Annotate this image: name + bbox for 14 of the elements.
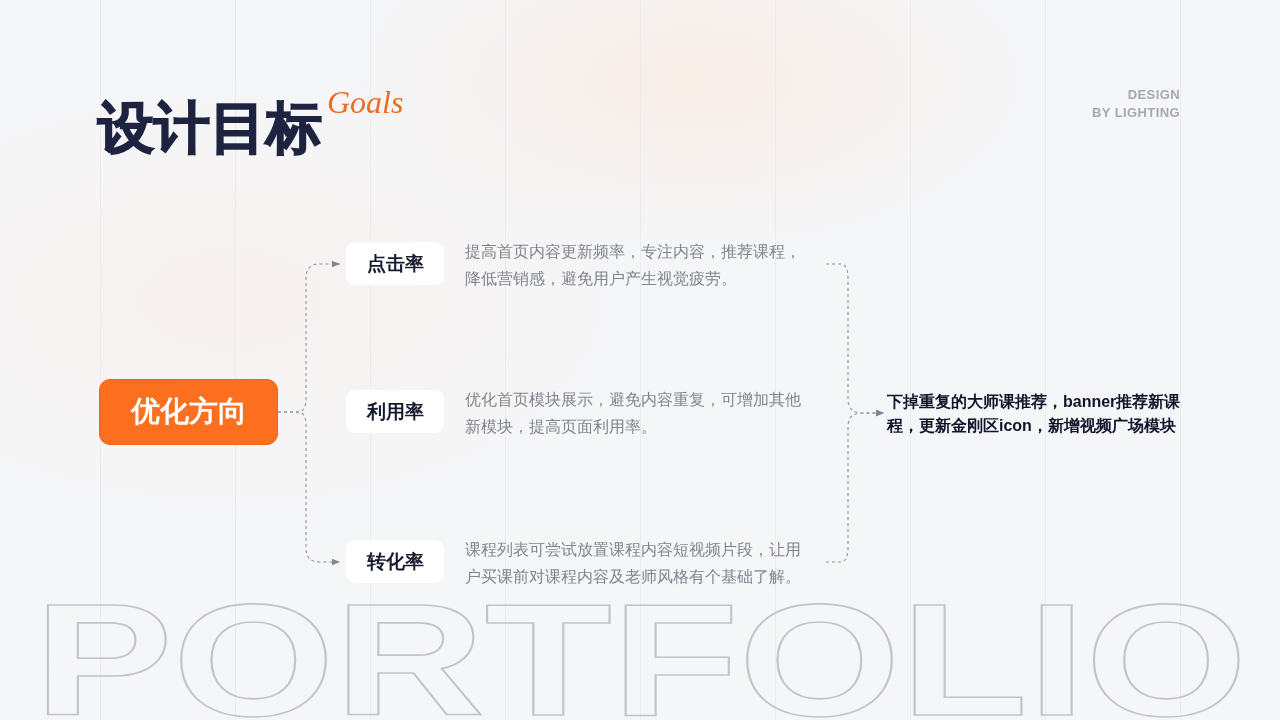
- credit-text: BY LIGHTING: [1092, 104, 1180, 121]
- dashed-arrow: [825, 409, 885, 563]
- direction-box: 优化方向: [99, 379, 278, 445]
- dashed-arrow: [277, 411, 341, 566]
- credit-text: DESIGN: [1127, 86, 1180, 103]
- conclusion-text: 下掉重复的大师课推荐，banner推荐新课程，更新金刚区icon，新增视频广场模块: [884, 389, 1186, 437]
- description-text: 课程列表可尝试放置课程内容短视频片段，让用户买课前对课程内容及老师风格有个基础了解。: [465, 540, 802, 587]
- metric-tag: 点击率: [346, 242, 444, 285]
- metric-tag: 利用率: [346, 390, 444, 433]
- accent-text: Goals: [327, 84, 404, 120]
- description-text: 提高首页内容更新频率，专注内容，推荐课程，降低营销感，避免用户产生视觉疲劳。: [465, 242, 802, 289]
- metric-tag: 转化率: [346, 540, 444, 583]
- description-text: 优化首页模块展示，避免内容重复，可增加其他新模块，提高页面利用率。: [465, 390, 802, 437]
- title-text: 设计目标: [98, 95, 322, 161]
